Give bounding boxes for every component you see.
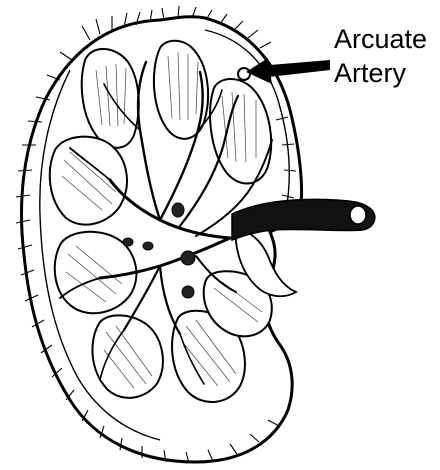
pyramid-4	[50, 137, 127, 225]
arcuate-label-line-1: Arcuate	[334, 24, 427, 54]
arcuate-artery-section	[238, 68, 250, 80]
arcuate-label-line-2: Artery	[334, 58, 406, 88]
renal-artery-opening	[350, 206, 366, 224]
